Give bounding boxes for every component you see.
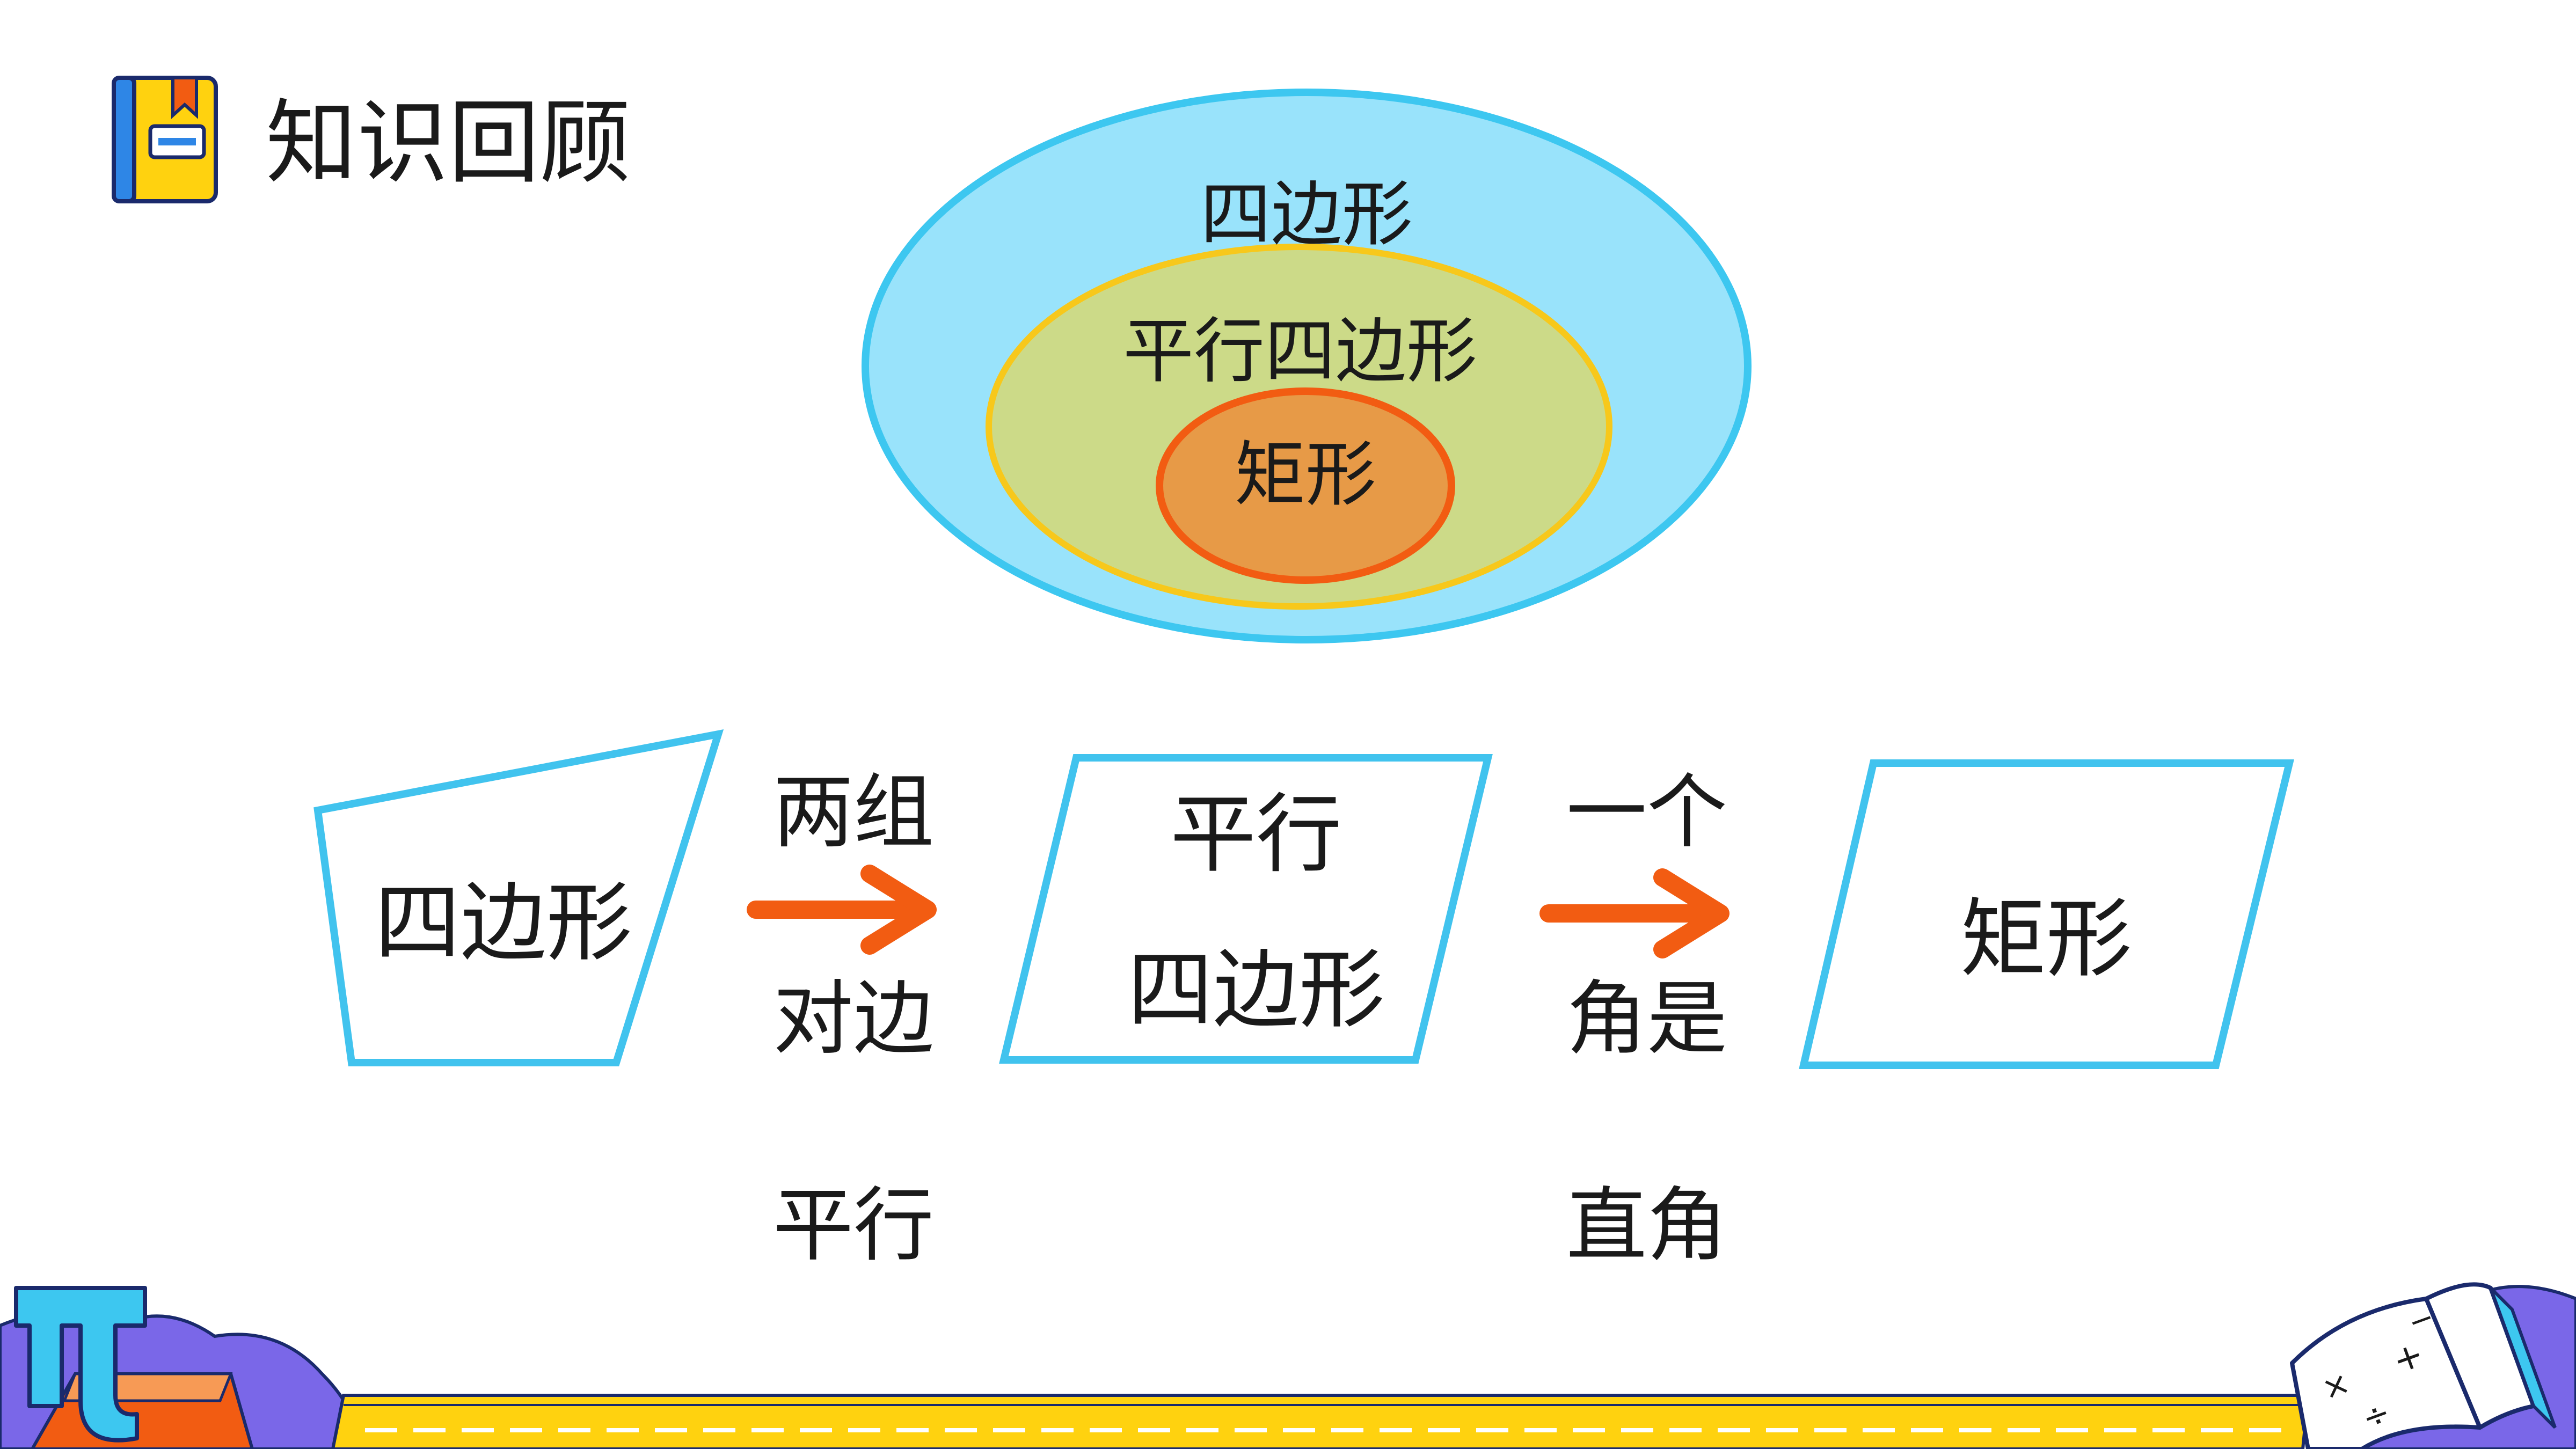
bottom-decoration: × ÷ − +	[0, 1282, 2576, 1449]
rectangle-ellipse	[1156, 387, 1455, 584]
arrow-right-icon	[1539, 868, 1730, 958]
quadrilateral-label: 四边形	[375, 873, 632, 973]
notebook-icon	[112, 76, 218, 203]
parallelogram-label-line1: 平行	[1170, 784, 1342, 884]
cond1-line3: 平行	[773, 1179, 934, 1272]
parallelogram-shape	[999, 754, 1493, 1064]
cond1-line1: 两组	[773, 766, 934, 859]
definition-flow: 四边形 两组 对边 平行 平行 四边形 一个 角是 直角 矩形	[313, 729, 2294, 1272]
parallelogram-label-line2: 四边形	[1127, 940, 1385, 1040]
rectangle-shape	[1799, 759, 2294, 1069]
yellow-ruler-bar	[331, 1394, 2310, 1449]
rectangle-label: 矩形	[1960, 889, 2132, 989]
math-book-icon: × ÷ − +	[2290, 1282, 2557, 1449]
cond2-line1: 一个	[1566, 766, 1727, 859]
quadrilateral-shape	[313, 729, 724, 1066]
outer-set-label: 四边形	[1200, 173, 1413, 256]
cond2-line3: 直角	[1566, 1179, 1727, 1272]
pi-symbol-icon	[14, 1286, 147, 1443]
inner-set-label: 矩形	[1235, 434, 1376, 516]
arrow-right-icon	[747, 865, 937, 955]
cond1-line2: 对边	[773, 972, 934, 1066]
nested-set-diagram: 四边形 平行四边形 矩形	[862, 89, 1752, 643]
cond2-line2: 角是	[1566, 972, 1727, 1066]
middle-set-label: 平行四边形	[1123, 310, 1477, 393]
page-title: 知识回顾	[266, 90, 631, 196]
